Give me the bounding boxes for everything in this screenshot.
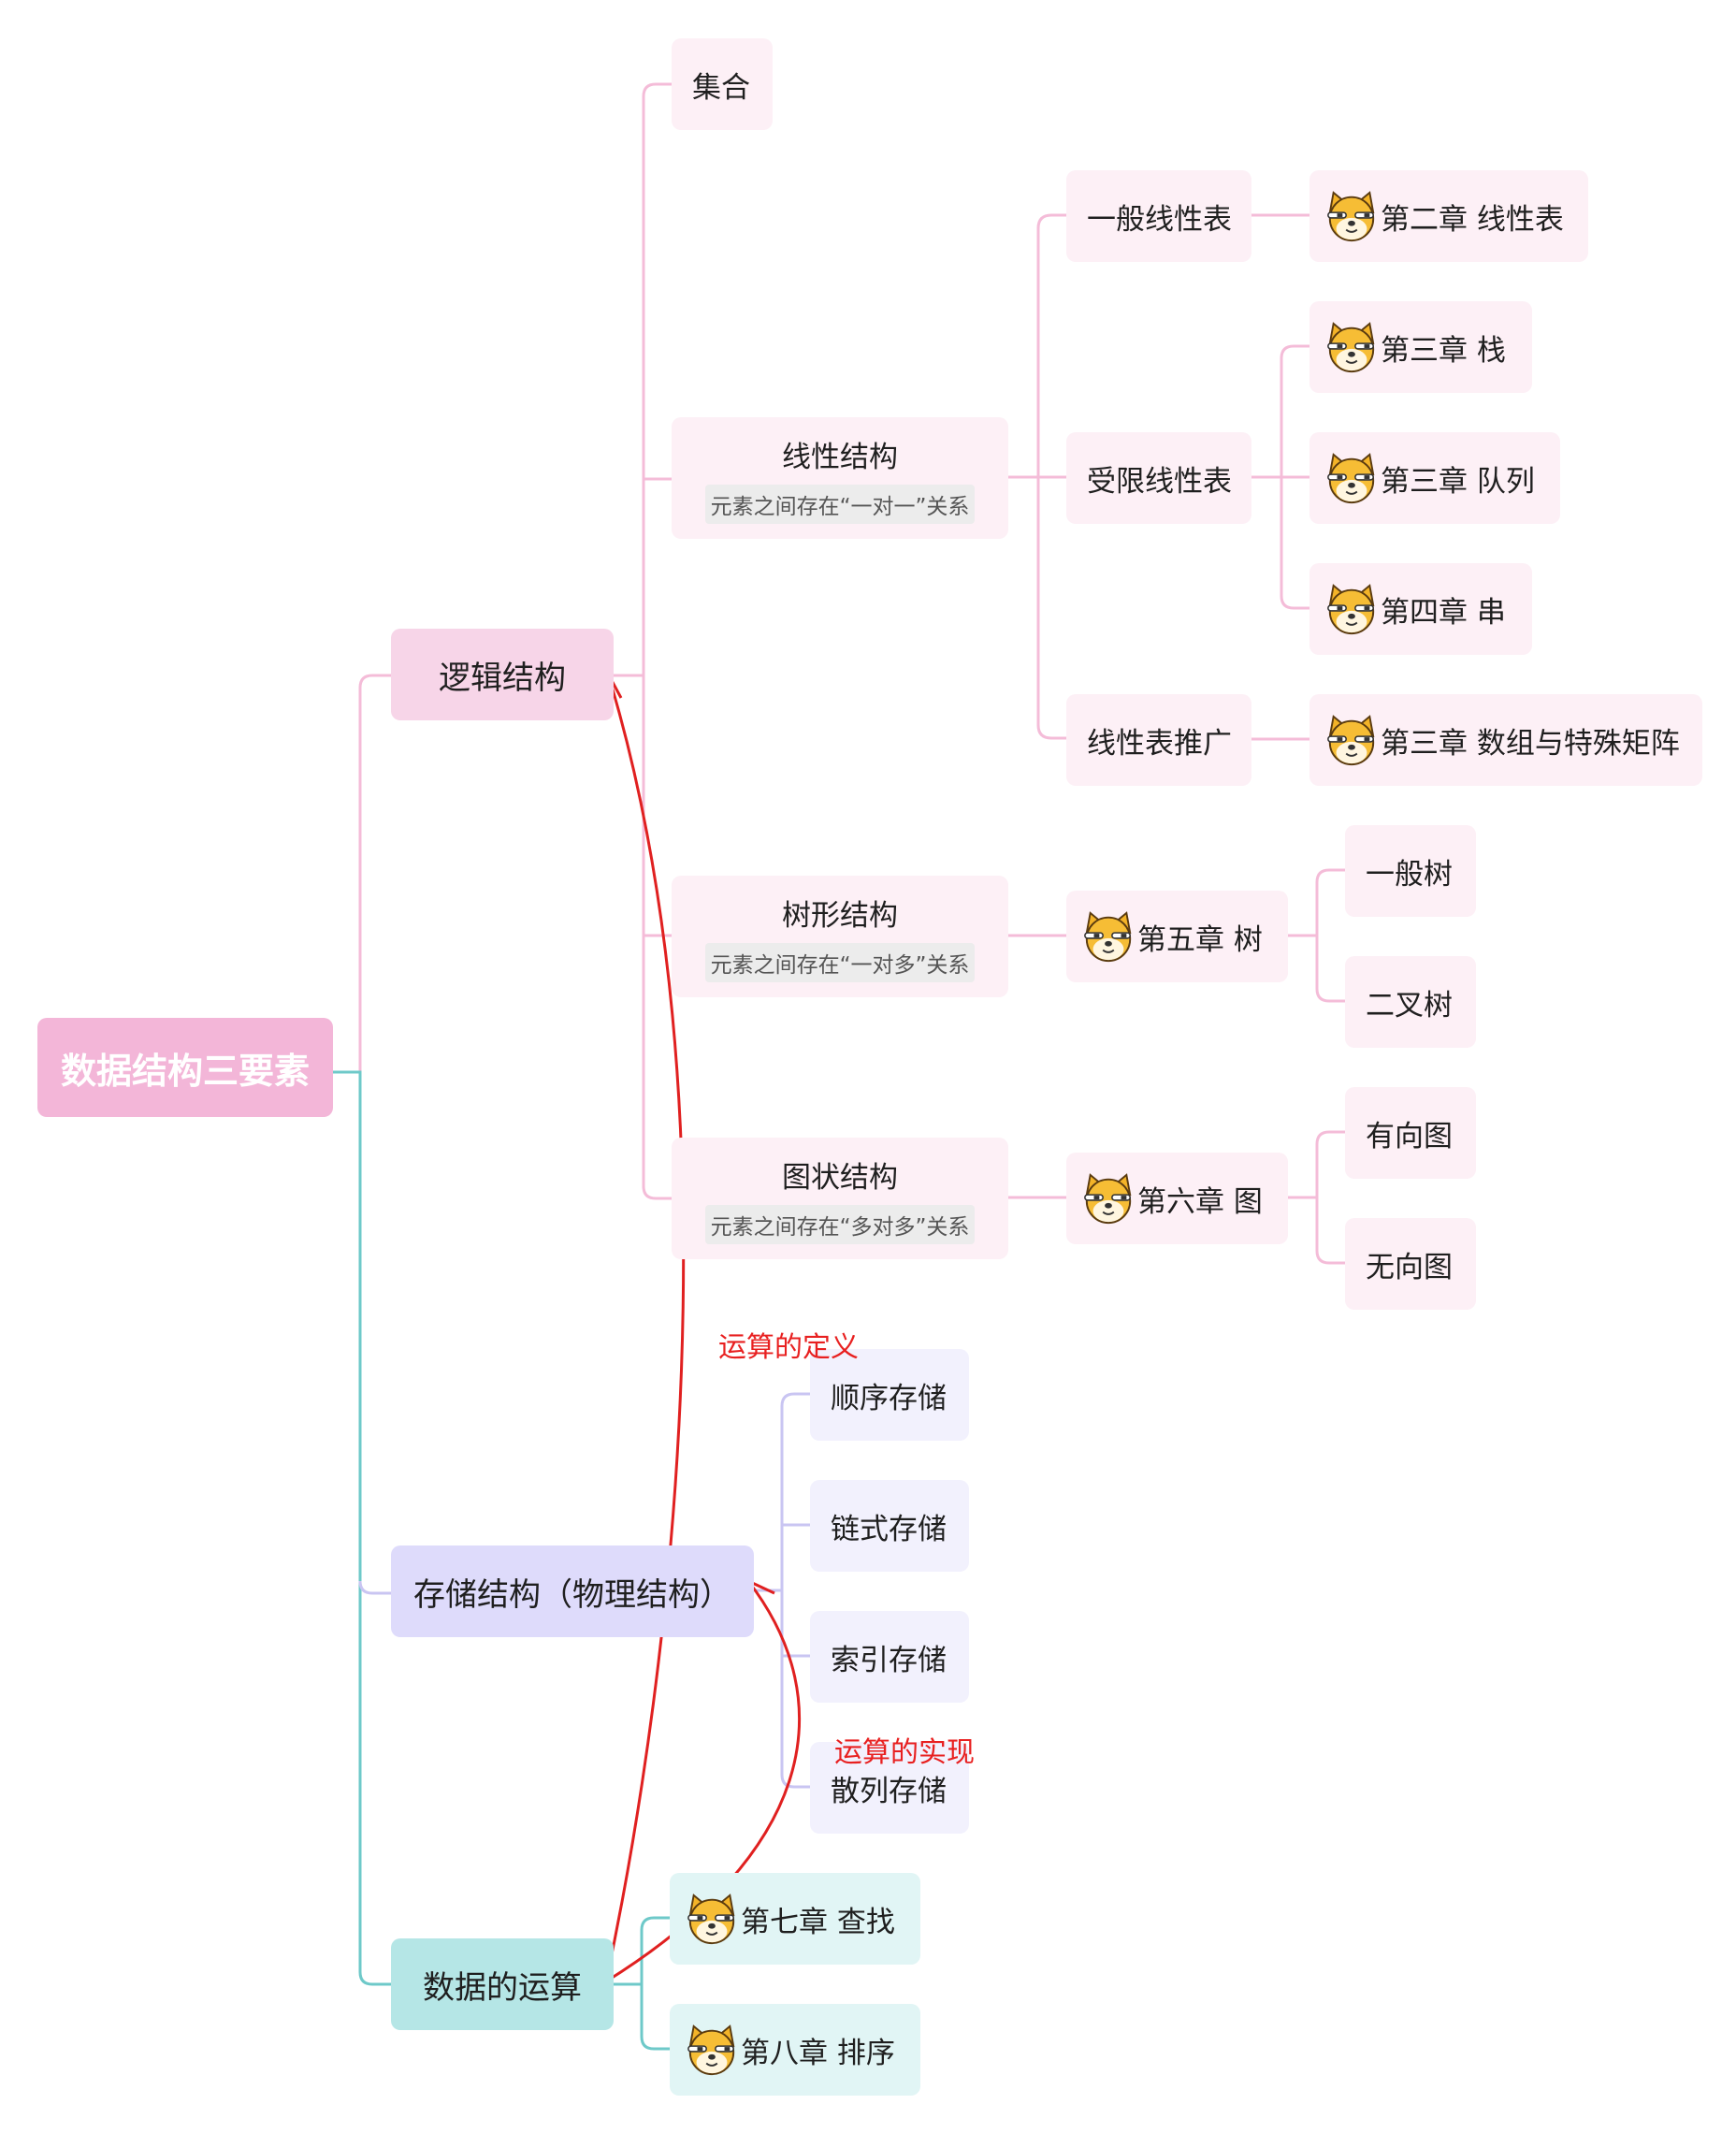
- general-tree-label: 一般树: [1366, 857, 1453, 892]
- indexed-storage-node[interactable]: 索引存储: [810, 1611, 969, 1703]
- connector-logical-trunk: [614, 82, 672, 677]
- connector-linear-trunk: [1008, 213, 1066, 479]
- connector-graph-children: [1288, 1130, 1345, 1265]
- connector-restricted-trunk: [1251, 344, 1309, 479]
- chapter-3-stack-node[interactable]: 第三章 栈: [1309, 301, 1532, 393]
- logical-structure-node[interactable]: 逻辑结构: [391, 629, 614, 720]
- sequential-storage-label: 顺序存储: [831, 1381, 947, 1415]
- storage-structure-label: 存储结构（物理结构）: [413, 1575, 731, 1614]
- tree-structure-label: 树形结构: [782, 898, 898, 933]
- linear-structure-label: 线性结构: [782, 440, 898, 474]
- linear-structure-node[interactable]: 线性结构 元素之间存在“一对一”关系: [672, 417, 1008, 539]
- chapter-5-label: 第五章 树: [1137, 922, 1263, 957]
- logical-structure-label: 逻辑结构: [439, 659, 566, 697]
- doge-icon: [1083, 1173, 1132, 1225]
- chapter-3-array-node[interactable]: 第三章 数组与特殊矩阵: [1309, 694, 1702, 786]
- graph-structure-label: 图状结构: [782, 1160, 898, 1195]
- chapter-2-node[interactable]: 第二章 线性表: [1309, 170, 1588, 262]
- chapter-3-array-label: 第三章 数组与特殊矩阵: [1381, 726, 1680, 761]
- connector-root-logical: [333, 674, 391, 1074]
- chapter-6-label: 第六章 图: [1137, 1184, 1263, 1219]
- connector-storage-children: [754, 1392, 810, 1789]
- connector-root-storage: [358, 1580, 391, 1595]
- doge-icon: [1326, 715, 1375, 766]
- connector-restricted-string: [1280, 477, 1309, 610]
- chapter-4-node[interactable]: 第四章 串: [1309, 563, 1532, 655]
- graph-structure-node[interactable]: 图状结构 元素之间存在“多对多”关系: [672, 1138, 1008, 1259]
- chapter-7-label: 第七章 查找: [741, 1905, 895, 1939]
- doge-icon: [1326, 191, 1375, 242]
- chapter-6-node[interactable]: 第六章 图: [1066, 1153, 1288, 1244]
- linked-storage-node[interactable]: 链式存储: [810, 1480, 969, 1572]
- data-operations-node[interactable]: 数据的运算: [391, 1938, 614, 2030]
- linear-structure-desc: 元素之间存在“一对一”关系: [704, 484, 976, 524]
- tree-structure-desc: 元素之间存在“一对多”关系: [704, 942, 976, 982]
- connector-linear-ext: [1036, 477, 1066, 740]
- chapter-4-label: 第四章 串: [1381, 595, 1506, 630]
- set-label: 集合: [692, 70, 750, 105]
- set-node[interactable]: 集合: [672, 38, 773, 130]
- chapter-5-node[interactable]: 第五章 树: [1066, 891, 1288, 982]
- tree-structure-node[interactable]: 树形结构 元素之间存在“一对多”关系: [672, 876, 1008, 997]
- restricted-linear-list-node[interactable]: 受限线性表: [1066, 432, 1251, 524]
- indexed-storage-label: 索引存储: [831, 1643, 947, 1677]
- general-tree-node[interactable]: 一般树: [1345, 825, 1476, 917]
- directed-graph-label: 有向图: [1366, 1119, 1453, 1154]
- chapter-2-label: 第二章 线性表: [1381, 202, 1564, 237]
- chapter-8-label: 第八章 排序: [741, 2036, 895, 2070]
- general-linear-list-node[interactable]: 一般线性表: [1066, 170, 1251, 262]
- chapter-3-queue-node[interactable]: 第三章 队列: [1309, 432, 1560, 524]
- storage-structure-node[interactable]: 存储结构（物理结构）: [391, 1545, 754, 1637]
- hashed-storage-node[interactable]: 散列存储: [810, 1742, 969, 1834]
- restricted-linear-list-label: 受限线性表: [1087, 464, 1232, 499]
- doge-icon: [1326, 322, 1375, 373]
- doge-icon: [1326, 584, 1375, 635]
- connector-root-main: [333, 1070, 391, 1986]
- undirected-graph-node[interactable]: 无向图: [1345, 1218, 1476, 1310]
- connector-tree-children: [1288, 868, 1345, 1003]
- undirected-graph-label: 无向图: [1366, 1250, 1453, 1284]
- connector-ops-children: [614, 1916, 670, 2051]
- linear-list-extension-node[interactable]: 线性表推广: [1066, 694, 1251, 786]
- linear-list-extension-label: 线性表推广: [1087, 726, 1232, 761]
- root-node[interactable]: 数据结构三要素: [37, 1018, 333, 1117]
- annotation-operation-implementation: 运算的实现: [834, 1736, 975, 1769]
- chapter-8-node[interactable]: 第八章 排序: [670, 2004, 920, 2096]
- doge-icon: [687, 1894, 735, 1945]
- binary-tree-node[interactable]: 二叉树: [1345, 956, 1476, 1048]
- directed-graph-node[interactable]: 有向图: [1345, 1087, 1476, 1179]
- annotation-operation-definition: 运算的定义: [718, 1331, 859, 1364]
- linked-storage-label: 链式存储: [831, 1512, 947, 1546]
- doge-icon: [1326, 453, 1375, 504]
- general-linear-list-label: 一般线性表: [1087, 202, 1232, 237]
- graph-structure-desc: 元素之间存在“多对多”关系: [704, 1204, 976, 1244]
- doge-icon: [687, 2024, 735, 2076]
- data-operations-label: 数据的运算: [423, 1968, 582, 2007]
- chapter-7-node[interactable]: 第七章 查找: [670, 1873, 920, 1965]
- chapter-3-queue-label: 第三章 队列: [1381, 464, 1535, 499]
- connector-logical-graph: [642, 675, 672, 1200]
- arrow-definition: [604, 673, 686, 1982]
- binary-tree-label: 二叉树: [1366, 988, 1453, 1023]
- root-label: 数据结构三要素: [60, 1050, 310, 1092]
- chapter-3-stack-label: 第三章 栈: [1381, 333, 1506, 368]
- sequential-storage-node[interactable]: 顺序存储: [810, 1349, 969, 1441]
- hashed-storage-label: 散列存储: [831, 1774, 947, 1808]
- doge-icon: [1083, 911, 1132, 963]
